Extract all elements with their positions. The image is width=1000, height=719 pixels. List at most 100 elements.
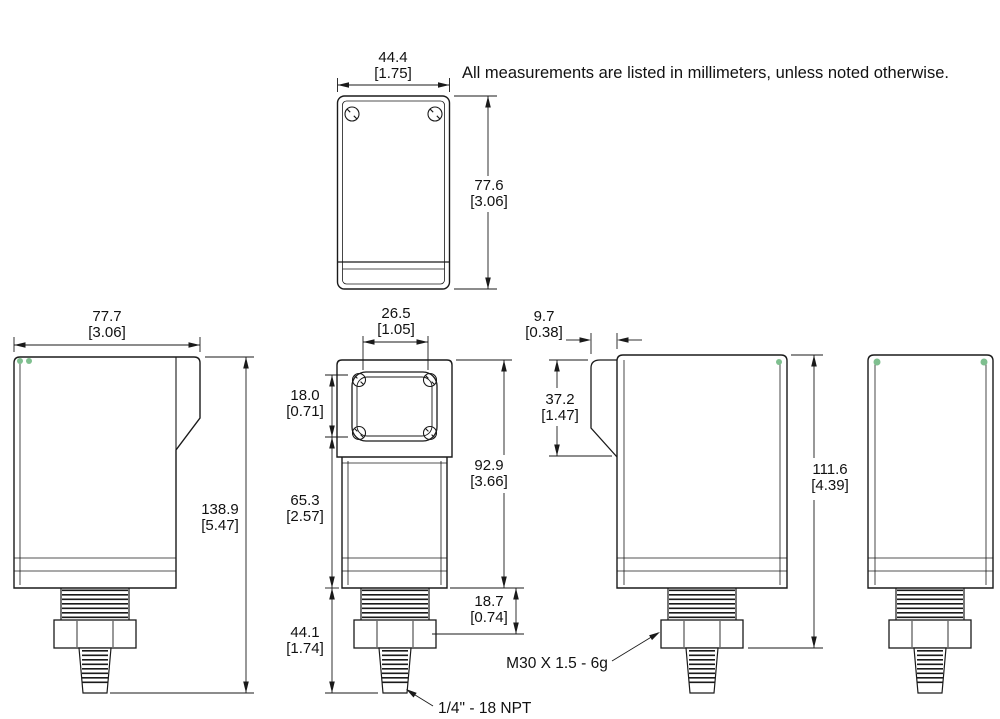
arrowhead bbox=[485, 96, 491, 108]
top-view bbox=[336, 95, 451, 290]
led-indicator bbox=[26, 358, 32, 364]
left-view-thread-stem bbox=[53, 588, 137, 694]
dim-thread-len-mm: 18.7 bbox=[474, 593, 503, 610]
dim-left-height-in: [5.47] bbox=[201, 517, 239, 534]
led-indicator bbox=[17, 358, 23, 364]
top-view-inner-outline bbox=[342, 100, 445, 285]
arrowhead bbox=[501, 360, 507, 372]
screw-icon bbox=[351, 425, 367, 441]
rear-view-thread-stem bbox=[888, 588, 972, 694]
arrowhead bbox=[617, 337, 629, 343]
arrowhead bbox=[337, 82, 349, 88]
arrowhead bbox=[406, 689, 417, 698]
right-view-tab bbox=[590, 359, 618, 458]
dim-top-width: 44.4 [1.75] bbox=[337, 49, 450, 92]
dim-lens-height-mm: 18.0 bbox=[290, 387, 319, 404]
front-body bbox=[341, 457, 448, 589]
dim-lens-width-mm: 26.5 bbox=[381, 305, 410, 322]
led-indicator bbox=[873, 358, 881, 366]
front-thread-stem bbox=[353, 588, 437, 694]
screw-icon bbox=[422, 425, 438, 441]
dim-lens-height-in: [0.71] bbox=[286, 403, 324, 420]
right-view-outline bbox=[616, 354, 788, 589]
dim-lens-width: 26.5 [1.05] bbox=[362, 305, 429, 370]
metric-thread-label: M30 X 1.5 - 6g bbox=[506, 655, 608, 672]
dim-top-depth: 77.6 [3.06] bbox=[454, 95, 508, 290]
dim-thread-len-in: [0.74] bbox=[470, 609, 508, 626]
screw-icon bbox=[422, 372, 438, 388]
arrowhead bbox=[649, 632, 660, 641]
rear-view-outline bbox=[867, 354, 994, 589]
arrowhead bbox=[329, 375, 335, 387]
screw-icon bbox=[351, 372, 367, 388]
hex-nut bbox=[353, 619, 437, 649]
dim-right-tab-in: [0.38] bbox=[525, 324, 563, 341]
arrowhead bbox=[363, 339, 375, 345]
rear-view bbox=[867, 354, 994, 694]
units-note: All measurements are listed in millimete… bbox=[462, 64, 949, 82]
screw-icon bbox=[427, 106, 443, 122]
dim-right-upper: 37.2 [1.47] bbox=[541, 359, 612, 457]
lens-window-outer bbox=[351, 371, 438, 442]
dim-stem-mm: 44.1 bbox=[290, 624, 319, 641]
arrowhead bbox=[329, 588, 335, 600]
dim-top-width-in: [1.75] bbox=[374, 65, 412, 82]
hex-nut bbox=[660, 619, 744, 649]
arrowhead bbox=[329, 425, 335, 437]
dim-housing-mm: 92.9 bbox=[474, 457, 503, 474]
dim-right-tab: 9.7 [0.38] bbox=[525, 308, 642, 354]
arrowhead bbox=[513, 588, 519, 600]
arrowhead bbox=[14, 342, 26, 348]
hex-nut bbox=[888, 619, 972, 649]
dim-right-height-mm: 111.6 bbox=[812, 461, 847, 478]
dim-lens-width-in: [1.05] bbox=[377, 321, 415, 338]
dim-left-height: 138.9 [5.47] bbox=[110, 356, 254, 694]
arrowhead bbox=[485, 277, 491, 289]
arrowhead bbox=[501, 576, 507, 588]
arrowhead bbox=[416, 339, 428, 345]
dim-housing-in: [3.66] bbox=[470, 473, 508, 490]
lens-window-inner bbox=[356, 376, 433, 437]
right-view-thread-stem bbox=[660, 588, 744, 694]
dim-front-left-chain: 18.0 [0.71] 65.3 [2.57] 44.1 [1.74] bbox=[286, 374, 378, 694]
left-side-view bbox=[13, 356, 201, 694]
screw-icon bbox=[344, 106, 360, 122]
arrowhead bbox=[811, 636, 817, 648]
arrowhead bbox=[513, 622, 519, 634]
arrowhead bbox=[579, 337, 591, 343]
npt-thread-label: 1/4" - 18 NPT bbox=[438, 700, 532, 717]
arrowhead bbox=[243, 357, 249, 369]
right-side-view bbox=[590, 354, 788, 694]
hex-nut bbox=[53, 619, 137, 649]
npt-callout: 1/4" - 18 NPT bbox=[406, 689, 532, 717]
dim-right-height: 111.6 [4.39] bbox=[748, 354, 849, 649]
dim-top-depth-mm: 77.6 bbox=[474, 177, 503, 194]
dim-stem-in: [1.74] bbox=[286, 640, 324, 657]
led-indicator bbox=[776, 359, 782, 365]
front-head-outline bbox=[336, 359, 453, 458]
arrowhead bbox=[243, 681, 249, 693]
dim-left-width: 77.7 [3.06] bbox=[13, 308, 201, 352]
dim-left-width-in: [3.06] bbox=[88, 324, 126, 341]
dim-thread-length: 18.7 [0.74] bbox=[432, 588, 524, 635]
dim-right-upper-in: [1.47] bbox=[541, 407, 579, 424]
m30-callout: M30 X 1.5 - 6g bbox=[506, 632, 660, 672]
dim-right-tab-mm: 9.7 bbox=[534, 308, 555, 325]
arrowhead bbox=[329, 437, 335, 449]
arrowhead bbox=[554, 360, 560, 372]
front-view bbox=[336, 359, 453, 694]
dim-left-height-mm: 138.9 bbox=[201, 501, 239, 518]
left-view-outline bbox=[13, 356, 201, 589]
dim-top-width-mm: 44.4 bbox=[378, 49, 407, 66]
top-view-outline bbox=[336, 95, 451, 290]
arrowhead bbox=[329, 681, 335, 693]
dim-housing-height: 92.9 [3.66] bbox=[450, 359, 524, 589]
dim-right-height-in: [4.39] bbox=[811, 477, 849, 494]
arrowhead bbox=[188, 342, 200, 348]
dim-left-width-mm: 77.7 bbox=[92, 308, 121, 325]
arrowhead bbox=[811, 355, 817, 367]
arrowhead bbox=[438, 82, 450, 88]
dim-body-in: [2.57] bbox=[286, 508, 324, 525]
